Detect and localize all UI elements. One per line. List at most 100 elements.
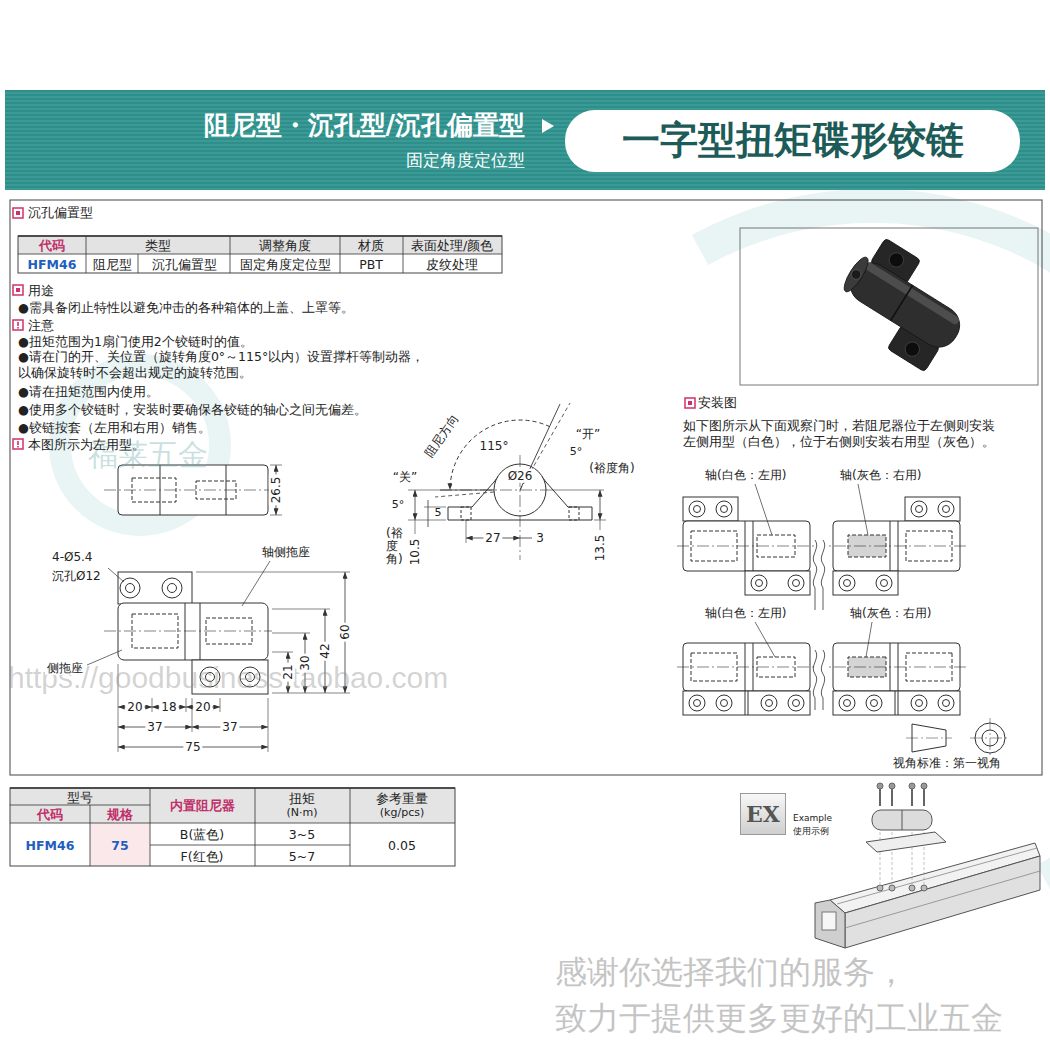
photo-frame <box>740 228 1038 385</box>
table-rule <box>150 845 350 846</box>
drawing-circle <box>911 695 927 711</box>
table-cell: 0.05 <box>388 838 416 853</box>
table-cell: PBT <box>359 257 383 272</box>
drawing-circle <box>716 695 732 711</box>
dimension-label: 20 <box>125 700 144 714</box>
drawing-circle <box>911 501 927 517</box>
drawing-circle <box>886 250 906 270</box>
part-callout: 4-Ø5.4 <box>52 550 93 564</box>
leader-line <box>866 622 872 657</box>
part-callout: 轴侧拖座 <box>262 545 310 559</box>
table-rule <box>150 788 151 866</box>
section-icon <box>13 208 23 218</box>
drawing-rect <box>683 691 810 715</box>
dimension-label: “关” <box>393 470 417 484</box>
dimension-label: 75 <box>183 740 202 754</box>
drawing-circle <box>751 575 767 591</box>
center-line <box>440 490 546 491</box>
dimension-label: 10.5 <box>408 537 422 568</box>
drawing-circle <box>793 580 800 587</box>
table-cell: 型号 <box>67 790 93 805</box>
close-line <box>440 490 494 491</box>
drawing-circle <box>889 783 895 789</box>
table-rule <box>350 788 351 866</box>
drawing-circle <box>877 783 883 789</box>
caution-icon <box>13 320 23 330</box>
door-break <box>813 650 816 710</box>
title-box: 一字型扭矩碟形铰链 <box>565 110 1020 172</box>
title-arrow-head <box>542 119 554 133</box>
drawing-circle <box>788 695 804 711</box>
table-header-fill <box>10 788 455 823</box>
note-text: 本图所示为左用型。 <box>28 437 145 452</box>
caution-dot <box>17 327 19 329</box>
dimension-label: 42 <box>318 641 332 660</box>
center-line <box>906 738 952 739</box>
install-hinge <box>827 643 966 715</box>
drawing-circle <box>721 506 728 513</box>
section-icon-dot <box>688 401 692 405</box>
dimension-label: 20 <box>193 700 212 714</box>
drawing-circle <box>839 695 855 711</box>
drawing-rect <box>683 497 738 521</box>
extension-line <box>272 633 310 634</box>
part-callout: 侧拖座 <box>45 661 85 675</box>
drawing-line <box>891 789 893 806</box>
table-cell: 75 <box>111 838 128 853</box>
example-illustration <box>815 783 1040 948</box>
leader-line <box>108 568 124 582</box>
extension-line <box>272 609 330 610</box>
table-border <box>18 236 502 273</box>
dimension-label: 3 <box>534 531 546 545</box>
table-cell: 代码 <box>37 807 63 822</box>
install-hinge <box>827 497 966 595</box>
dimension-label: 37 <box>220 720 239 734</box>
center-line <box>104 490 270 491</box>
drawing-circle <box>881 580 888 587</box>
drawing-line <box>837 848 1037 904</box>
drawing-circle <box>921 885 927 891</box>
center-line <box>827 546 966 547</box>
drawing-circle <box>871 700 878 707</box>
footer-text: 感谢你选择我们的服务， <box>555 953 907 991</box>
section-icon-dot <box>16 211 20 215</box>
drawing-path <box>815 900 845 948</box>
section-heading: 注意 <box>28 318 54 333</box>
extension-line <box>152 698 153 712</box>
section-heading: 用途 <box>28 283 54 298</box>
install-hinge <box>677 497 816 595</box>
band-subheading: 固定角度定位型 <box>406 150 525 170</box>
center-line <box>104 631 272 632</box>
drawing-circle <box>938 695 954 711</box>
table-cell: B(蓝色) <box>180 827 224 842</box>
drawing-circle <box>909 885 915 891</box>
drawing-circle <box>844 580 851 587</box>
table-cell: 固定角度定位型 <box>240 257 331 272</box>
drawing-rect <box>905 497 960 521</box>
note-text: ●请在扭矩范围内使用。 <box>18 384 159 399</box>
table-cell: 5~7 <box>289 849 315 864</box>
drawing-circle <box>689 501 705 517</box>
leader-line <box>242 561 270 606</box>
example-label: 使用示例 <box>793 826 829 837</box>
extension-line <box>408 520 446 521</box>
drawing-circle <box>689 695 705 711</box>
part-callout: 轴(灰色：右用) <box>850 606 931 620</box>
drawing-circle <box>938 501 954 517</box>
leader-line <box>755 484 772 535</box>
drawing-rect <box>118 603 268 660</box>
drawing-rect <box>833 691 960 715</box>
table-cell: 皮纹处理 <box>426 257 478 272</box>
drawing-line <box>895 691 896 715</box>
dimension-label: 18 <box>159 700 178 714</box>
drawing-circle <box>788 575 804 591</box>
dimension-line <box>415 490 416 520</box>
drawing-circle <box>721 700 728 707</box>
drawing-circle <box>916 700 923 707</box>
drawing-circle <box>126 584 135 593</box>
drawing-circle <box>921 783 927 789</box>
table-rule <box>10 823 455 824</box>
table-cell: 参考重量 <box>376 791 428 806</box>
caution-mark <box>17 322 19 326</box>
extension-line <box>415 520 416 534</box>
